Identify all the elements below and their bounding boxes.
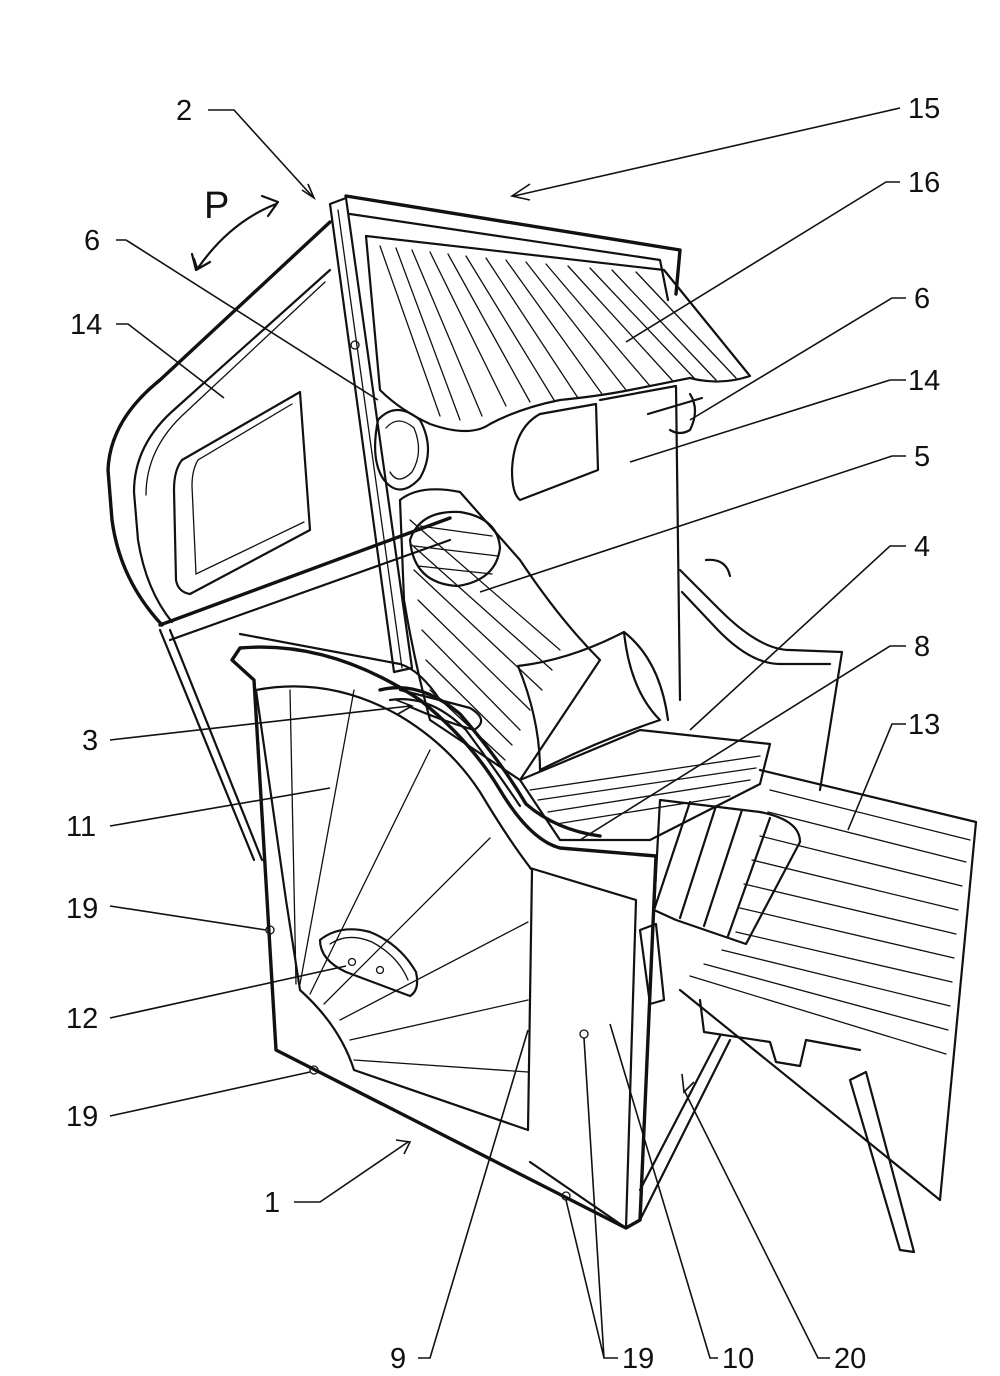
leader-13 [848,724,906,830]
rear-right-window [512,404,598,500]
rotation-label: P [204,185,229,227]
slatted-side-table [654,800,800,944]
arrowhead-15 [512,184,530,200]
callout-8: 8 [914,631,930,663]
awning-stripes [380,246,736,420]
callout-5: 5 [914,441,930,473]
callout-3: 3 [82,725,98,757]
callout-2: 2 [176,95,192,127]
fastener-front-post [580,1030,588,1038]
front-corner-post [530,868,636,1228]
hood-window-outer [174,392,310,594]
right-side-wall [680,570,842,790]
leader-20 [684,1090,830,1358]
post-bolt [351,341,359,349]
callout-20: 20 [834,1343,866,1375]
callout-13: 13 [908,709,940,741]
leader-4 [690,546,906,730]
rear-right-panel [600,386,680,700]
leader-19a [110,906,266,930]
tray-screw-1 [349,959,356,966]
hood-inner-edge [134,270,330,622]
callout-6-left: 6 [84,225,100,257]
callout-14-right: 14 [908,365,940,397]
callout-10: 10 [722,1343,754,1375]
arrowhead-1 [396,1140,410,1154]
callout-19-left: 19 [66,893,98,925]
footrest-support-leg [850,1072,914,1252]
rotation-arrow-p: P [192,185,278,270]
rear-panel-handle [648,394,702,433]
leader-lines [110,108,906,1358]
callout-6-right: 6 [914,283,930,315]
hood-rim-line [146,282,325,495]
right-side-handle [706,560,730,576]
table-slats [654,802,770,936]
right-lower-frame [640,1036,730,1220]
leader-19b [110,1072,310,1116]
callout-14-left: 14 [70,309,102,341]
right-side-wall-inner [682,592,830,664]
leader-14b [630,380,906,462]
hood-outer-edge [108,222,330,625]
footrest-under-bracket [700,1000,860,1066]
callout-19-front: 19 [622,1343,654,1375]
backrest-stripes [410,520,560,760]
loose-pillow [518,632,660,770]
tray-screw-2 [377,967,384,974]
hood-handle-ring [375,410,428,490]
footrest-panel [680,770,976,1200]
hood-left-strut [160,630,262,860]
seat-stripes [530,756,760,824]
callout-11: 11 [66,811,96,843]
drink-holder-tray [320,929,417,996]
callout-16: 16 [908,167,940,199]
leader-5 [480,456,906,592]
leader-11 [110,788,330,826]
hood-handle-ring-inner [386,421,419,479]
hood-window-inner [192,404,304,574]
roof-front-edge [346,196,680,294]
head-roll-stripes [414,526,498,574]
leader-2 [208,110,312,196]
leader-1 [294,1142,408,1202]
leader-6b [690,298,906,420]
hood-front-post [330,198,412,672]
leader-19c [566,1038,618,1358]
roof-frame-inner [350,214,668,300]
leader-15 [514,108,900,196]
callout-9: 9 [390,1343,406,1375]
beach-chair-drawing [108,196,976,1252]
callout-12: 12 [66,1003,98,1035]
callout-15: 15 [908,93,940,125]
callout-19-bottom: 19 [66,1101,98,1133]
callout-1: 1 [264,1187,280,1219]
callout-4: 4 [914,531,930,563]
leader-9 [418,1030,528,1358]
loose-pillow-back [624,632,668,720]
